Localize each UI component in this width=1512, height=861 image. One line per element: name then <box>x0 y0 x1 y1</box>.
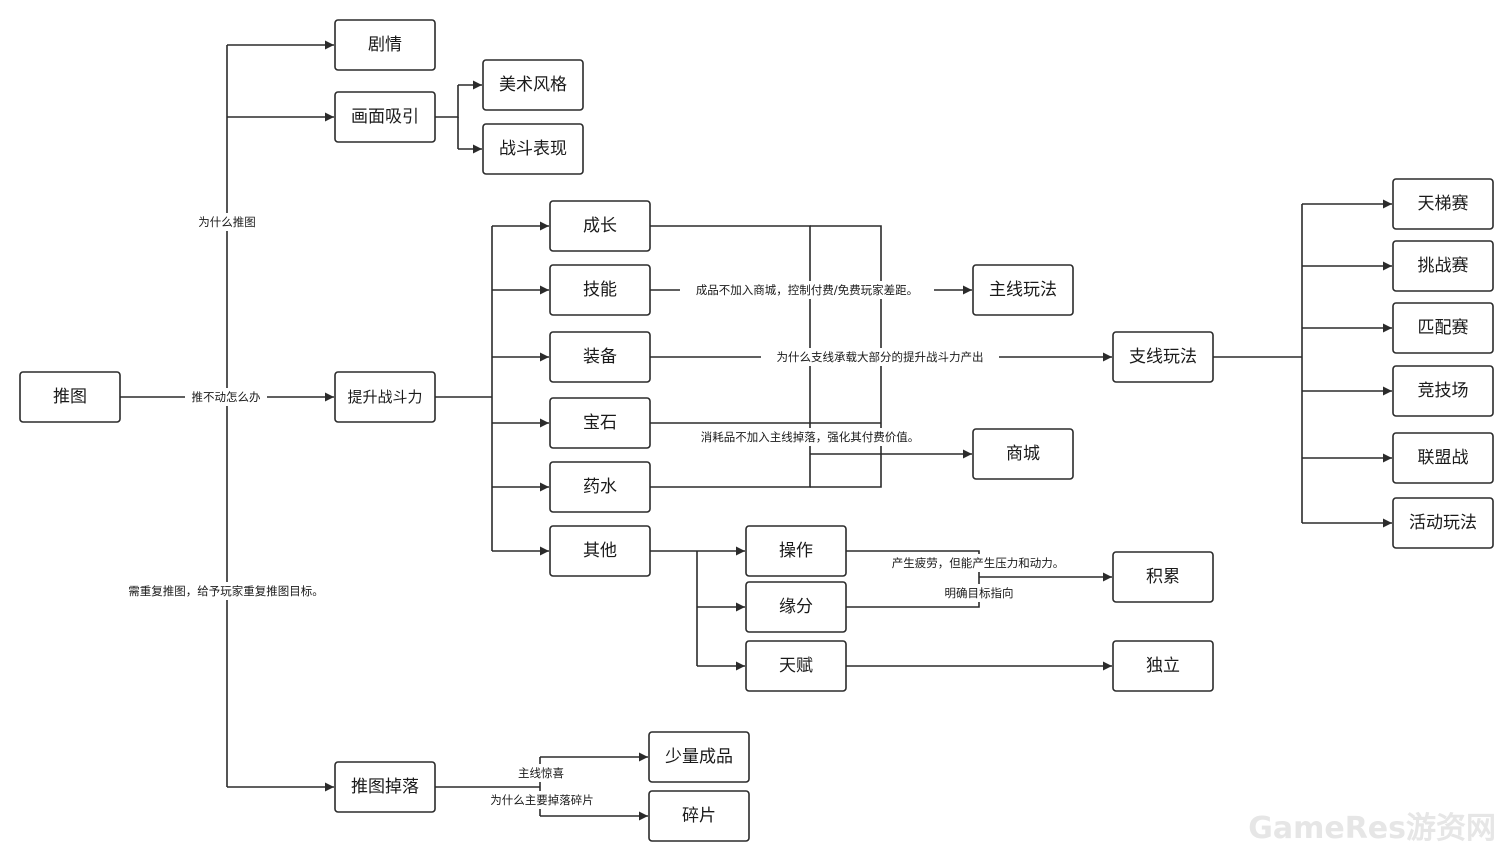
edge-label-why-push-text: 为什么推图 <box>198 215 256 229</box>
node-baoshi-label: 宝石 <box>583 413 617 433</box>
edge-label-stuck: 推不动怎么办 <box>185 388 267 406</box>
edge-label-why-push: 为什么推图 <box>192 213 262 231</box>
edge-label-skill-note-text: 成品不加入商城，控制付费/免费玩家差距。 <box>696 283 918 297</box>
node-lianmengzhan: 联盟战 <box>1392 432 1494 484</box>
node-tiantisai: 天梯赛 <box>1392 178 1494 230</box>
edge-label-fragment-why-text: 为什么主要掉落碎片 <box>490 793 594 807</box>
node-yaoshui: 药水 <box>549 461 651 513</box>
node-suipian: 碎片 <box>648 790 750 842</box>
node-caozuo-label: 操作 <box>779 541 813 561</box>
node-tiaozhansai: 挑战赛 <box>1392 240 1494 292</box>
node-qita: 其他 <box>549 525 651 577</box>
node-chengzhang-label: 成长 <box>583 216 617 236</box>
edge-label-fatigue-note-text: 产生疲劳，但能产生压力和动力。 <box>892 556 1065 570</box>
node-meishu: 美术风格 <box>482 59 584 111</box>
node-chengzhang: 成长 <box>549 200 651 252</box>
edge-label-target-note: 明确目标指向 <box>937 584 1021 602</box>
node-tuitu-label: 推图 <box>53 387 87 407</box>
node-yaoshui-label: 药水 <box>583 477 617 497</box>
node-suipian-label: 碎片 <box>682 806 716 826</box>
node-yuanfen: 缘分 <box>745 581 847 633</box>
node-jineng: 技能 <box>549 264 651 316</box>
nodes: 推图 剧情 画面吸引 美术风格 战斗表现 提升战斗力 成长 技能 <box>19 19 1494 842</box>
node-duli-label: 独立 <box>1146 656 1180 676</box>
edge-label-side-note: 为什么支线承载大部分的提升战斗力产出 <box>761 348 999 366</box>
node-huodong: 活动玩法 <box>1392 497 1494 549</box>
node-lianmengzhan-label: 联盟战 <box>1418 448 1469 468</box>
edge-labels: 为什么推图 推不动怎么办 需重复推图，给予玩家重复推图目标。 成品不加入商城，控… <box>116 213 1076 809</box>
node-tisheng: 提升战斗力 <box>334 371 436 423</box>
edge-label-consumable-note: 消耗品不加入主线掉落，强化其付费价值。 <box>686 428 934 446</box>
node-huamian: 画面吸引 <box>334 91 436 143</box>
node-shangcheng-label: 商城 <box>1006 444 1040 464</box>
watermark: GameRes游资网 <box>1248 811 1496 846</box>
node-diaoluo-label: 推图掉落 <box>351 777 419 797</box>
node-qita-label: 其他 <box>583 541 617 561</box>
edge-label-target-note-text: 明确目标指向 <box>945 586 1014 600</box>
node-shaoliang-label: 少量成品 <box>665 747 733 767</box>
node-tisheng-label: 提升战斗力 <box>347 388 422 406</box>
node-diaoluo: 推图掉落 <box>334 761 436 813</box>
edge-label-consumable-note-text: 消耗品不加入主线掉落，强化其付费价值。 <box>701 430 920 444</box>
node-jilei: 积累 <box>1112 551 1214 603</box>
node-jingjichang: 竞技场 <box>1392 365 1494 417</box>
node-shaoliang: 少量成品 <box>648 731 750 783</box>
node-jineng-label: 技能 <box>583 280 617 300</box>
node-tianfu: 天赋 <box>745 640 847 692</box>
edge-label-fatigue-note: 产生疲劳，但能产生压力和动力。 <box>880 554 1076 572</box>
node-zhixian: 支线玩法 <box>1112 331 1214 383</box>
edge-label-repeat-text: 需重复推图，给予玩家重复推图目标。 <box>128 584 324 598</box>
node-duli: 独立 <box>1112 640 1214 692</box>
node-huamian-label: 画面吸引 <box>351 107 419 127</box>
node-juqing: 剧情 <box>334 19 436 71</box>
edge-label-surprise: 主线惊喜 <box>512 764 570 782</box>
node-tianfu-label: 天赋 <box>779 656 813 676</box>
edge-label-surprise-text: 主线惊喜 <box>518 766 564 780</box>
edge-label-stuck-text: 推不动怎么办 <box>192 390 261 404</box>
node-pipeisai: 匹配赛 <box>1392 302 1494 354</box>
node-huodong-label: 活动玩法 <box>1409 513 1477 533</box>
edge-label-repeat: 需重复推图，给予玩家重复推图目标。 <box>116 582 336 600</box>
node-shangcheng: 商城 <box>972 428 1074 480</box>
node-zhuangbei: 装备 <box>549 331 651 383</box>
node-tiantisai-label: 天梯赛 <box>1418 193 1469 214</box>
node-pipeisai-label: 匹配赛 <box>1418 317 1469 338</box>
node-baoshi: 宝石 <box>549 397 651 449</box>
edge-label-skill-note: 成品不加入商城，控制付费/免费玩家差距。 <box>680 281 934 299</box>
node-zhandou-label: 战斗表现 <box>499 139 567 159</box>
edge-huamian-out <box>435 85 459 118</box>
node-caozuo: 操作 <box>745 525 847 577</box>
node-zhuangbei-label: 装备 <box>583 347 617 367</box>
node-zhandou: 战斗表现 <box>482 123 584 175</box>
node-zhuxian-label: 主线玩法 <box>989 280 1057 300</box>
node-meishu-label: 美术风格 <box>499 75 567 95</box>
node-zhuxian: 主线玩法 <box>972 264 1074 316</box>
edge-caozuo-jilei <box>846 550 980 608</box>
node-jilei-label: 积累 <box>1146 567 1180 587</box>
edge-label-fragment-why: 为什么主要掉落碎片 <box>480 791 604 809</box>
node-yuanfen-label: 缘分 <box>779 597 813 617</box>
node-zhixian-label: 支线玩法 <box>1129 347 1197 367</box>
node-tiaozhansai-label: 挑战赛 <box>1418 255 1469 276</box>
node-juqing-label: 剧情 <box>368 35 402 55</box>
node-jingjichang-label: 竞技场 <box>1418 381 1469 401</box>
node-tuitu: 推图 <box>19 371 121 423</box>
edge-label-side-note-text: 为什么支线承载大部分的提升战斗力产出 <box>777 350 984 364</box>
